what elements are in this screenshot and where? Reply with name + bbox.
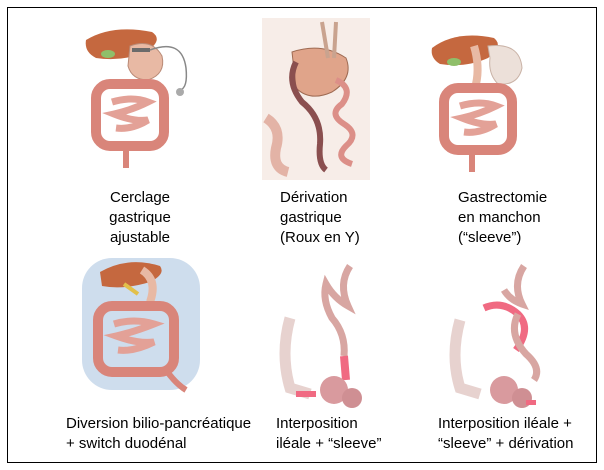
caption-line: (Roux en Y)	[280, 228, 380, 248]
panel-interposition-derivation	[446, 264, 550, 410]
caption-interposition: Interposition iléale + “sleeve”	[276, 414, 406, 454]
caption-line: “sleeve” + dérivation	[438, 434, 598, 454]
caption-line: en manchon	[458, 208, 568, 228]
caption-line: + switch duodénal	[66, 434, 266, 454]
caption-interposition-derivation: Interposition iléale + “sleeve” + dériva…	[438, 414, 598, 454]
caption-line: gastrique	[280, 208, 380, 228]
caption-diversion: Diversion bilio-pancréatique + switch du…	[66, 414, 266, 454]
caption-line: Interposition	[276, 414, 406, 434]
caption-line: gastrique	[100, 208, 180, 228]
diversion-illustration	[80, 250, 202, 398]
panel-interposition	[276, 264, 380, 410]
interposition-illustration	[276, 264, 380, 410]
caption-line: Cerclage	[100, 188, 180, 208]
interposition-derivation-illustration	[446, 264, 550, 410]
panel-sleeve	[430, 22, 530, 180]
caption-line: Diversion bilio-pancréatique	[66, 414, 266, 434]
panel-diversion	[80, 250, 202, 398]
caption-derivation: Dérivation gastrique (Roux en Y)	[280, 188, 380, 248]
caption-line: Dérivation	[280, 188, 380, 208]
derivation-illustration	[262, 18, 370, 180]
caption-cerclage: Cerclage gastrique ajustable	[100, 188, 180, 248]
caption-line: iléale + “sleeve”	[276, 434, 406, 454]
caption-sleeve: Gastrectomie en manchon (“sleeve”)	[458, 188, 568, 248]
sleeve-illustration	[430, 22, 530, 180]
caption-line: ajustable	[100, 228, 180, 248]
caption-line: Gastrectomie	[458, 188, 568, 208]
cerclage-illustration	[82, 18, 202, 178]
caption-line: Interposition iléale +	[438, 414, 598, 434]
caption-line: (“sleeve”)	[458, 228, 568, 248]
panel-derivation	[262, 18, 370, 180]
panel-cerclage	[82, 18, 202, 178]
